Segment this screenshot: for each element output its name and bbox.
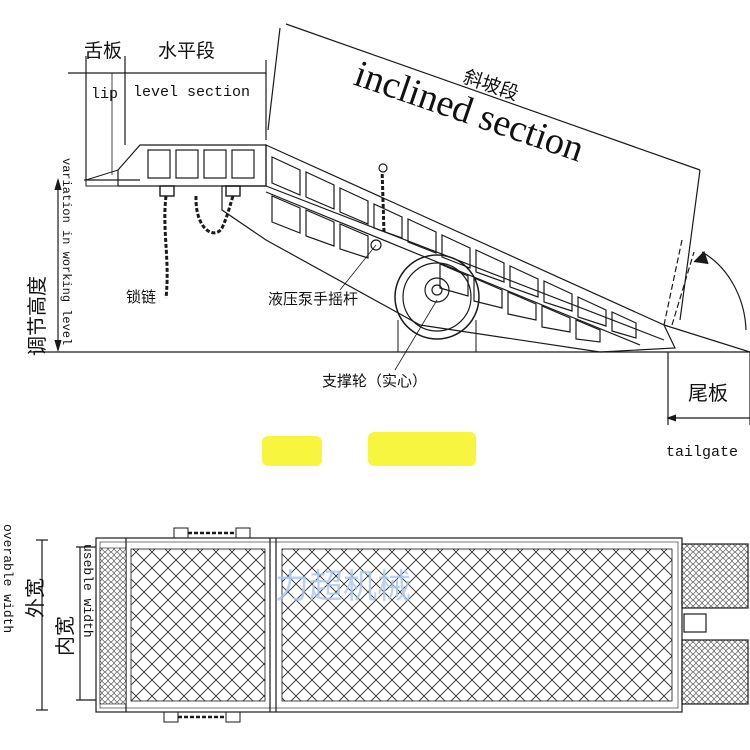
overall-width-en-label: overable width — [0, 524, 15, 633]
tailgate-plate-upper — [681, 543, 749, 609]
lock-chain — [159, 185, 241, 299]
lip-en-label: lip — [91, 86, 118, 103]
tailgate-plate-lower — [681, 639, 749, 705]
pump-handle-label: 液压泵手摇杆 — [268, 290, 358, 308]
usable-width-cn-label: 内宽 — [53, 616, 77, 656]
tailgate-en-label: tailgate — [666, 444, 738, 461]
inclined-section-mesh — [281, 548, 673, 702]
lip-plate-top — [99, 547, 127, 705]
ramp-outline — [95, 537, 683, 713]
top-view — [36, 527, 749, 723]
hydraulic-pump-handle — [339, 163, 388, 291]
level-section-frame — [117, 144, 267, 187]
level-cn-label: 水平段 — [158, 40, 215, 62]
level-section-mesh — [130, 548, 266, 702]
top-view-chains — [163, 527, 251, 723]
side-view — [30, 23, 750, 425]
lip-plate — [85, 169, 119, 187]
support-wheel — [394, 254, 480, 371]
usable-width-en-label: useble width — [80, 544, 95, 638]
tailgate-cn-label: 尾板 — [688, 381, 728, 405]
lip-cn-label: 舌板 — [84, 40, 122, 62]
chain-label: 锁链 — [126, 288, 156, 306]
watermark: 力超机械 — [275, 567, 411, 607]
overall-width-cn-label: 外宽 — [23, 578, 47, 618]
level-en-label: level section — [133, 84, 250, 101]
tailgate — [663, 239, 750, 425]
inclined-section-frame — [221, 144, 676, 353]
variation-en-label: variation in working level — [59, 158, 73, 345]
wheel-label: 支撑轮（实心） — [322, 372, 427, 390]
yellow-marks — [262, 432, 476, 466]
inclined-dimension-line — [285, 23, 701, 171]
variation-cn-label: 调节高度 — [25, 276, 49, 356]
